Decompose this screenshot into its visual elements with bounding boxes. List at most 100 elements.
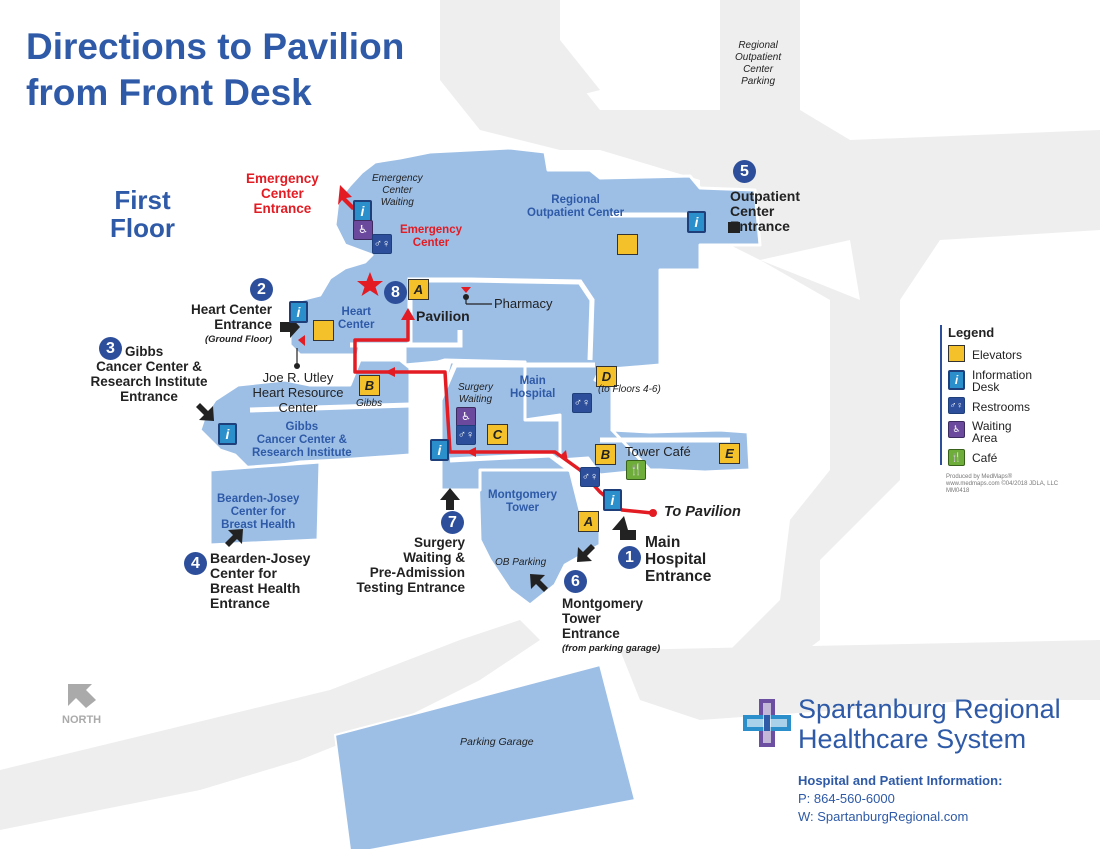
logo-name: Spartanburg Regional Healthcare System (798, 694, 1061, 754)
regional-parking-l2: Outpatient (735, 52, 782, 63)
information-desk-icon[interactable]: i (430, 439, 449, 461)
legend-restrooms-icon: ♂♀ (948, 397, 965, 414)
regional-parking-label: Regional Outpatient Center Parking (735, 40, 781, 88)
legend-waiting: Waiting Area (972, 420, 1012, 444)
cafe-icon: 🍴 (626, 460, 646, 480)
legend-rule (940, 325, 942, 465)
information-desk-icon[interactable]: i (289, 301, 308, 323)
entrance-6-note: (from parking garage) (562, 643, 661, 654)
entrance-1-label: Main Hospital Entrance (645, 534, 711, 585)
entrance-5-l2: Center (730, 203, 775, 219)
entrance-4-l2: Center for (210, 565, 277, 581)
entrance-7-l2: Waiting & (403, 550, 465, 565)
bearden-label: Bearden-Josey Center for Breast Health (217, 493, 299, 532)
map-credits: Produced by MedMaps® www.medmaps.com ©04… (946, 474, 1058, 495)
information-desk-icon[interactable]: i (687, 211, 706, 233)
entrance-6-label: Montgomery Tower Entrance (from parking … (562, 596, 660, 656)
gibbs-elevator-label: Gibbs (356, 398, 383, 409)
gibbs-l2: Cancer Center & (256, 434, 347, 446)
legend-waiting-icon: ♿ (948, 421, 965, 438)
entrance-2-label: Heart Center Entrance (Ground Floor) (168, 302, 272, 347)
north-arrow-icon (68, 684, 96, 708)
elevator-a-icon: A (408, 279, 429, 300)
entrance-3-l2: Cancer Center & (96, 359, 202, 374)
restrooms-icon: ♂♀ (580, 467, 600, 487)
restrooms-icon: ♂♀ (372, 234, 392, 254)
title-line-1: Directions to Pavilion (26, 26, 405, 67)
utley-l3: Center (278, 400, 318, 415)
emergency-entrance-l2: Center (261, 186, 304, 201)
regional-outpatient-l1: Regional (551, 194, 600, 206)
entrance-3-marker[interactable]: 3 (99, 337, 122, 360)
entrance-4-l4: Entrance (210, 595, 270, 611)
pharmacy-marker (461, 287, 492, 305)
tower-cafe-label: Tower Café (625, 444, 691, 459)
entrance-3-l3: Research Institute (90, 374, 208, 389)
emergency-center-label: Emergency Center (400, 224, 462, 250)
entrance-6-l3: Entrance (562, 626, 620, 641)
information-desk-icon[interactable]: i (353, 200, 372, 222)
legend-waiting-l1: Waiting (972, 419, 1012, 433)
legend-info-l2: Desk (972, 380, 1000, 394)
entrance-1-marker[interactable]: 1 (618, 546, 641, 569)
emergency-entrance-l1: Emergency (246, 171, 319, 186)
main-hospital-l1: Main (519, 375, 546, 387)
elevator-c-icon: C (487, 424, 508, 445)
north-label: NORTH (62, 714, 102, 726)
elevator-d-icon: D (596, 366, 617, 387)
legend-waiting-l2: Area (972, 431, 998, 445)
gibbs-label: Gibbs Cancer Center & Research Institute (252, 421, 352, 460)
entrance-5-marker[interactable]: 5 (733, 160, 756, 183)
entrance-6-l1: Montgomery (562, 596, 643, 611)
title-line-2: from Front Desk (26, 72, 312, 113)
entrance-7-marker[interactable]: 7 (441, 511, 464, 534)
pharmacy-label: Pharmacy (494, 296, 553, 311)
logo-line-2: Healthcare System (798, 724, 1027, 754)
surgery-waiting-l1: Surgery (458, 382, 494, 393)
pavilion-label: Pavilion (416, 308, 470, 324)
heart-center-l1: Heart (341, 306, 371, 318)
emergency-waiting-l2: Center (382, 185, 413, 196)
utley-marker (294, 335, 305, 369)
entrance-6-marker[interactable]: 6 (564, 570, 587, 593)
entrance-1-l3: Entrance (645, 568, 712, 585)
emergency-center-l1: Emergency (400, 224, 463, 236)
regional-outpatient-l2: Outpatient Center (527, 207, 625, 219)
entrance-8-marker[interactable]: 8 (384, 281, 407, 304)
entrance-1-l2: Hospital (645, 551, 707, 568)
elevator-b-icon: B (595, 444, 616, 465)
elevator-icon (313, 320, 334, 341)
information-desk-icon[interactable]: i (603, 489, 622, 511)
spartanburg-logo-icon (743, 699, 791, 747)
to-pavilion-label: To Pavilion (664, 504, 741, 520)
entrance-5-l3: Entrance (730, 218, 790, 234)
contact-web[interactable]: W: SpartanburgRegional.com (798, 809, 969, 824)
entrance-4-marker[interactable]: 4 (184, 552, 207, 575)
entrance-7-l4: Testing Entrance (356, 580, 465, 595)
entrance-7-l1: Surgery (413, 535, 465, 550)
emergency-entrance-l3: Entrance (253, 201, 312, 216)
elevator-e-icon: E (719, 443, 740, 464)
restrooms-icon: ♂♀ (456, 425, 476, 445)
emergency-waiting-label: Emergency Center Waiting (372, 173, 423, 209)
emergency-entrance-arrow (338, 185, 356, 210)
entrance-3-l1: Gibbs (125, 344, 164, 359)
entrance-5-label: Outpatient Center Entrance (730, 189, 800, 234)
bearden-l3: Breast Health (221, 519, 296, 531)
legend-title: Legend (948, 325, 995, 340)
contact-info: Hospital and Patient Information: P: 864… (798, 772, 1002, 826)
montgomery-tower-l1: Montgomery (488, 489, 557, 501)
floor-line-2: Floor (110, 213, 175, 243)
elevator-icon (617, 234, 638, 255)
legend-elevator-icon (948, 345, 965, 362)
information-desk-icon[interactable]: i (218, 423, 237, 445)
entrance-2-l2: Entrance (214, 317, 272, 332)
contact-phone[interactable]: P: 864-560-6000 (798, 791, 895, 806)
roads (0, 0, 1100, 830)
emergency-waiting-l3: Waiting (380, 197, 414, 208)
bearden-l1: Bearden-Josey (217, 493, 300, 505)
emergency-waiting-l1: Emergency (372, 173, 423, 184)
pavilion-star-marker (357, 272, 383, 296)
parking-garage-label: Parking Garage (460, 736, 534, 748)
entrance-2-marker[interactable]: 2 (250, 278, 273, 301)
